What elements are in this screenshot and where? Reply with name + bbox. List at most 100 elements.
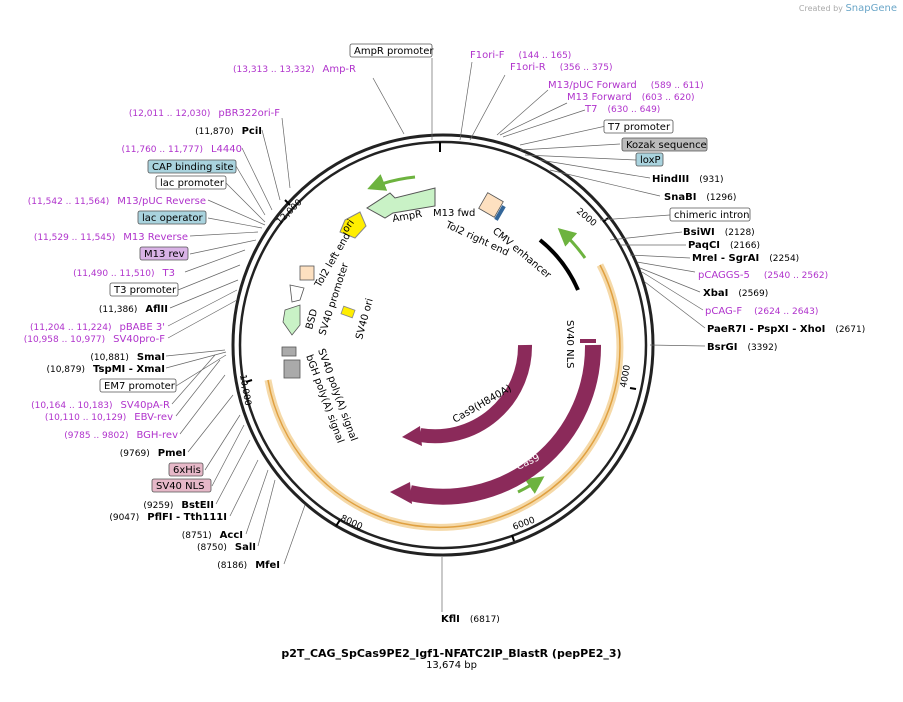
label-snabi: SnaBI(1296) bbox=[664, 192, 736, 203]
label-sv40-nls: SV40 NLS bbox=[151, 478, 212, 493]
cas9h840a-arc bbox=[418, 344, 533, 444]
cas9h840a-head bbox=[402, 426, 422, 446]
cmv-box bbox=[478, 192, 504, 218]
label-pcag-f: pCAG-F(2624 .. 2643) bbox=[705, 306, 818, 317]
label-kfli: KflI(6817) bbox=[441, 614, 500, 625]
label-amp-r: (13,313 .. 13,332)Amp-R bbox=[233, 64, 356, 75]
svg-text:M13 rev: M13 rev bbox=[144, 249, 185, 260]
svg-text:chimeric intron: chimeric intron bbox=[674, 210, 749, 221]
feature-label-ampr: AmpR bbox=[392, 209, 423, 225]
backbone-inner bbox=[238, 140, 648, 550]
svg-text:lac operator: lac operator bbox=[142, 213, 203, 224]
tol2-left-box bbox=[299, 265, 315, 281]
sv40-promoter-arrow bbox=[289, 284, 305, 303]
label-ampr-promoter: AmpR promoter bbox=[349, 43, 434, 58]
label-pmei: (9769)PmeI bbox=[120, 448, 186, 459]
label-t7-promoter: T7 promoter bbox=[603, 119, 674, 134]
label-bsiwi: BsiWI(2128) bbox=[683, 227, 755, 238]
tick-label-4000: 4000 bbox=[619, 364, 633, 389]
tick-2000 bbox=[602, 217, 609, 223]
sv40-ori-box bbox=[340, 305, 356, 319]
label-tspmi-xmai: (10,879)TspMI - XmaI bbox=[46, 364, 165, 375]
label-bsteii: (9259)BstEII bbox=[143, 500, 214, 511]
label-m13puc-reverse: (11,542 .. 11,564)M13/pUC Reverse bbox=[28, 196, 206, 207]
svg-text:T3 promoter: T3 promoter bbox=[113, 285, 177, 296]
tick-12000 bbox=[284, 199, 291, 206]
svg-text:EM7 promoter: EM7 promoter bbox=[104, 381, 176, 392]
label-paer7i-pspxi-xhoi: PaeR7I - PspXI - XhoI(2671) bbox=[707, 324, 865, 335]
snapgene-brand: SnapGene bbox=[845, 3, 897, 14]
label-sv40pro-f: (10,958 .. 10,977)SV40pro-F bbox=[24, 334, 166, 345]
leader-lines bbox=[165, 58, 706, 612]
label-m13-reverse: (11,529 .. 11,545)M13 Reverse bbox=[34, 232, 188, 243]
label-m13puc-forward: M13/pUC Forward(589 .. 611) bbox=[548, 80, 704, 91]
feature-label-tol2-left: Tol2 left end bbox=[313, 231, 354, 290]
label-pcii: (11,870)PciI bbox=[195, 126, 262, 137]
label-chimeric-intron: chimeric intron bbox=[669, 207, 751, 222]
cas9-head bbox=[390, 482, 412, 504]
label-m13-rev: M13 rev bbox=[139, 246, 189, 261]
tick-8000 bbox=[335, 519, 341, 527]
label-f1ori-r: F1ori-R(356 .. 375) bbox=[510, 62, 613, 73]
feature-label-bsd: BSD bbox=[304, 308, 320, 331]
ampr-arrow bbox=[366, 187, 436, 219]
label-mrei-sgrai: MreI - SgrAI(2254) bbox=[692, 253, 799, 264]
orf-arrow-right bbox=[557, 228, 587, 259]
label-l4440: (11,760 .. 11,777)L4440 bbox=[122, 144, 242, 155]
tick-6000 bbox=[511, 534, 515, 542]
label-sali: (8750)SalI bbox=[197, 542, 256, 553]
label-ebv-rev: (10,110 .. 10,129)EBV-rev bbox=[45, 412, 173, 423]
svg-text:T7 promoter: T7 promoter bbox=[607, 122, 671, 133]
label-bgh-rev: (9785 .. 9802)BGH-rev bbox=[64, 430, 178, 441]
orf-arc-right-core bbox=[388, 264, 621, 529]
feature-label-sv40-ori: SV40 ori bbox=[354, 297, 376, 341]
bsd-arrow bbox=[282, 304, 301, 336]
label-cap-binding-site: CAP binding site bbox=[147, 159, 237, 174]
label-em7-promoter: EM7 promoter bbox=[99, 378, 177, 393]
label-bsrgi: BsrGI(3392) bbox=[707, 342, 777, 353]
label-sv40pa-r: (10,164 .. 10,183)SV40pA-R bbox=[31, 400, 170, 411]
label-hindiii: HindIII(931) bbox=[652, 174, 723, 185]
svg-text:AmpR promoter: AmpR promoter bbox=[354, 46, 434, 57]
tol2-right-box bbox=[494, 205, 506, 221]
plasmid-length: 13,674 bp bbox=[426, 660, 477, 671]
feature-label-sv40-nls: SV40 NLS bbox=[564, 320, 575, 369]
label-kozak-sequence: Kozak sequence bbox=[621, 137, 708, 152]
label-pflfi-tth111i: (9047)PflFI - Tth111I bbox=[109, 512, 227, 523]
label-smai: (10,881)SmaI bbox=[90, 352, 165, 363]
feature-label-m13fwd: M13 fwd bbox=[433, 208, 475, 219]
plasmid-title: p2T_CAG_SpCas9PE2_Igf1-NFATC2IP_BlastR (… bbox=[281, 647, 622, 660]
sv40-nls-bar bbox=[580, 339, 596, 343]
label-paqci: PaqCI(2166) bbox=[688, 240, 760, 251]
svg-text:CAP binding site: CAP binding site bbox=[152, 162, 234, 173]
label-xbai: XbaI(2569) bbox=[703, 288, 768, 299]
label-t3: (11,490 .. 11,510)T3 bbox=[73, 268, 175, 279]
label-t7: T7(630 .. 649) bbox=[584, 104, 660, 115]
label-m13-forward: M13 Forward(603 .. 620) bbox=[567, 92, 695, 103]
svg-text:lac promoter: lac promoter bbox=[160, 178, 225, 189]
label-acci: (8751)AccI bbox=[182, 530, 243, 541]
label-pbabe-3: (11,204 .. 11,224)pBABE 3' bbox=[30, 322, 165, 333]
label-t3-promoter: T3 promoter bbox=[109, 282, 179, 297]
label-pbr322ori-f: (12,011 .. 12,030)pBR322ori-F bbox=[129, 108, 280, 119]
label-f1ori-f: F1ori-F(144 .. 165) bbox=[470, 50, 571, 61]
orf-arrow-bottom bbox=[517, 476, 545, 494]
label-lac-operator: lac operator bbox=[137, 210, 207, 225]
polya-box-1 bbox=[281, 346, 297, 357]
cmv-enhancer-arc bbox=[538, 238, 580, 291]
polya-box-2 bbox=[283, 359, 301, 379]
label-6xhis: 6xHis bbox=[168, 462, 204, 477]
ori-arrow bbox=[339, 211, 367, 239]
svg-text:Kozak sequence: Kozak sequence bbox=[626, 140, 707, 151]
label-pcaggs-5: pCAGGS-5(2540 .. 2562) bbox=[698, 270, 828, 281]
orf-arc-left-core bbox=[267, 379, 390, 521]
svg-text:loxP: loxP bbox=[640, 155, 661, 166]
tick-10000 bbox=[245, 379, 253, 383]
label-loxp: loxP bbox=[635, 152, 664, 167]
svg-text:SV40 NLS: SV40 NLS bbox=[156, 481, 205, 492]
orf-arrow-top bbox=[367, 174, 416, 191]
tick-4000 bbox=[629, 387, 637, 390]
label-lac-promoter: lac promoter bbox=[155, 175, 227, 190]
label-mfei: (8186)MfeI bbox=[217, 560, 280, 571]
